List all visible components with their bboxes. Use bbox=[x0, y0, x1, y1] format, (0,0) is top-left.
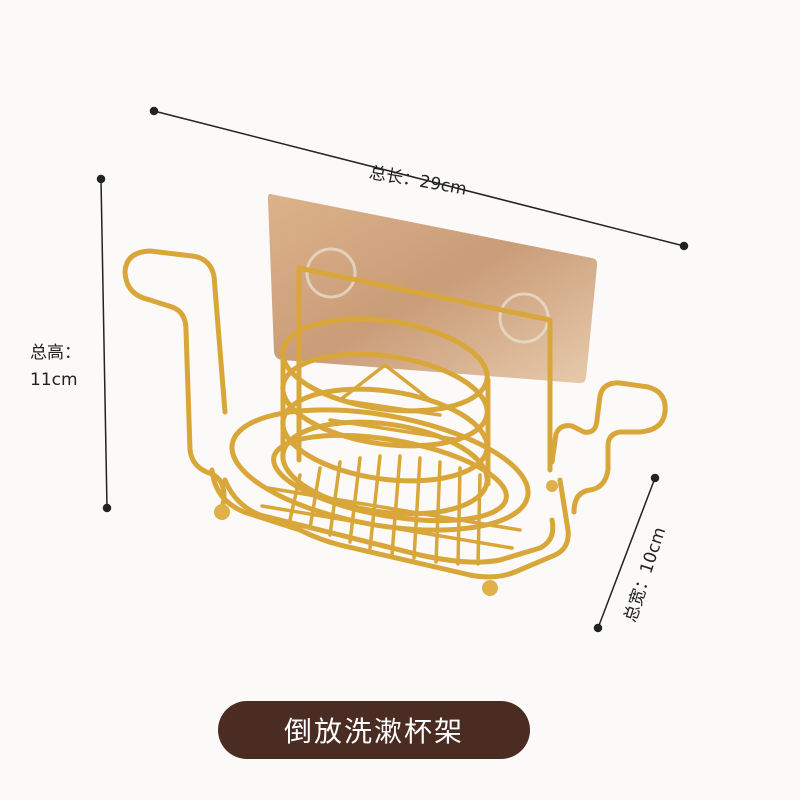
adhesive-plate bbox=[268, 193, 598, 384]
width-dimension-line bbox=[593, 473, 660, 633]
height-dimension-line bbox=[96, 174, 112, 513]
length-dimension-line bbox=[149, 106, 689, 251]
tray-grid bbox=[260, 363, 522, 566]
rack-feet bbox=[214, 480, 558, 596]
product-title-badge: 倒放洗漱杯架 bbox=[218, 701, 530, 759]
height-label: 总高： bbox=[30, 343, 81, 363]
height-value: 11cm bbox=[30, 370, 78, 390]
